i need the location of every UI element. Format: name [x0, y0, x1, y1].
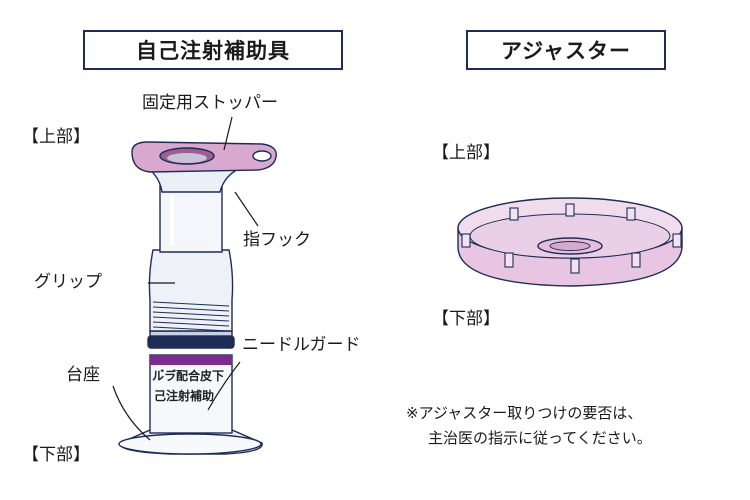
lower-body: [149, 354, 233, 434]
usage-note-line1: ※アジャスター取りつけの要否は、: [406, 404, 643, 422]
guard-band: [147, 335, 235, 349]
adjuster: [457, 197, 683, 287]
base-rim: [118, 433, 262, 455]
guard-band-light: [149, 330, 233, 337]
injection-assist-device: [118, 141, 277, 455]
device-title: 自己注射補助具: [83, 30, 343, 70]
stopper-hole-inner: [167, 153, 207, 163]
adjuster-tabs: [461, 203, 682, 274]
device-print-line2: 己注射補助: [154, 389, 215, 403]
adjuster-title: アジャスター: [466, 30, 666, 70]
callout-needle-guard: ニードルガード: [242, 335, 361, 355]
device-print-line1: ル゙ラ゙配合皮下: [152, 369, 225, 383]
device-top-label: 【上部】: [22, 127, 90, 147]
callout-lines-left: [112, 116, 259, 441]
adjuster-bottom-label: 【下部】: [432, 309, 500, 329]
grip: [148, 249, 234, 332]
callout-grip: グリップ: [34, 272, 102, 292]
upper-shaft: [159, 184, 223, 253]
callout-base: 台座: [66, 365, 100, 385]
usage-note: ※アジャスター取りつけの要否は、 主治医の指示に従ってください。: [406, 401, 652, 451]
usage-note-line2: 主治医の指示に従ってください。: [428, 429, 652, 447]
callout-finger-hook: 指フック: [243, 230, 311, 250]
device-bottom-label: 【下部】: [22, 445, 90, 465]
finger-hook: [146, 167, 241, 193]
adjuster-top-label: 【上部】: [432, 143, 500, 163]
spring: [152, 301, 230, 332]
purple-band: [150, 355, 232, 365]
stopper-hook-hole: [252, 150, 272, 162]
callout-stopper: 固定用ストッパー: [142, 93, 278, 113]
